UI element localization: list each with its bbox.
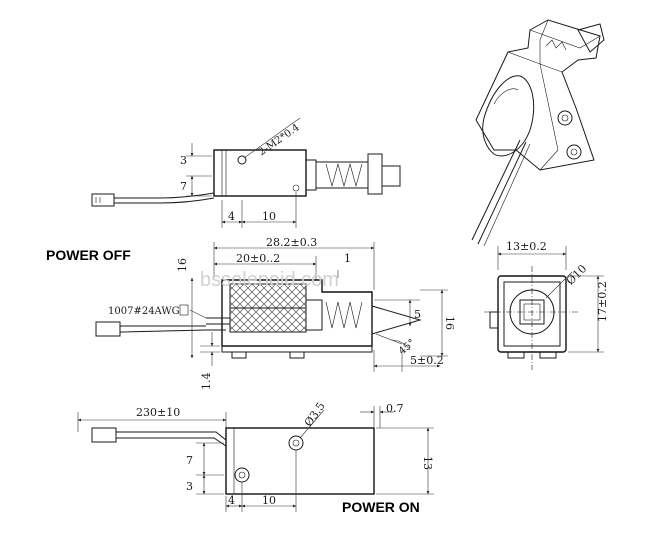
bottom-dim-3: 3 [186,480,193,493]
bottom-view: 230±10 Ø3.5 0.7 13 7 3 4 10 [77,400,434,512]
side-dim-5: 5 [414,308,421,321]
bottom-dim-4: 4 [228,494,235,507]
top-body [213,149,307,197]
top-view: 3 7 2-M2*0.4 4 10 [91,117,401,228]
overall-length: 28.2±0.3 [266,236,317,249]
lead-length: 230±10 [136,406,180,419]
bottom-dim-10: 10 [262,494,276,507]
power-on-heading: POWER ON [342,499,420,515]
bottom-dim-13: 13 [421,456,434,470]
watermark: bssolenoid.com [200,269,339,291]
bottom-body [225,427,375,495]
bottom-connector [91,427,117,443]
bottom-dim-7: 7 [186,454,193,467]
screw-icon [566,144,582,160]
top-dim-3: 3 [180,154,187,167]
side-dim-1: 1 [344,252,351,265]
side-dim-1-4: 1.4 [200,373,213,391]
isometric-solenoid-sketch [471,19,605,247]
bottom-hole: Ø3.5 [302,400,328,429]
side-connector [95,321,121,337]
bottom-dim-0-7: 0.7 [386,402,404,415]
side-section-view: 28.2±0.3 20±0..2 1 16 1007#24AWG [95,236,456,391]
side-dim-16-right: 16 [443,316,456,330]
top-dim-10: 10 [262,210,276,223]
coil-length: 20±0..2 [236,252,280,265]
end-diameter: Ø10 [564,262,589,287]
end-height: 17±0.2 [596,281,609,322]
top-dim-7: 7 [180,180,187,193]
top-dim-4: 4 [228,210,235,223]
wire-spec: 1007#24AWG [108,306,180,317]
end-view: 13±0.2 Ø10 17±0.2 [484,240,609,370]
thread-label: 2-M2*0.4 [257,122,302,158]
connector [91,193,115,207]
end-width: 13±0.2 [506,240,547,253]
power-off-heading: POWER OFF [46,247,131,263]
screw-icon [557,110,573,126]
side-dim-16-left: 16 [176,258,189,272]
plunger-offset: 5±0.2 [410,354,444,367]
